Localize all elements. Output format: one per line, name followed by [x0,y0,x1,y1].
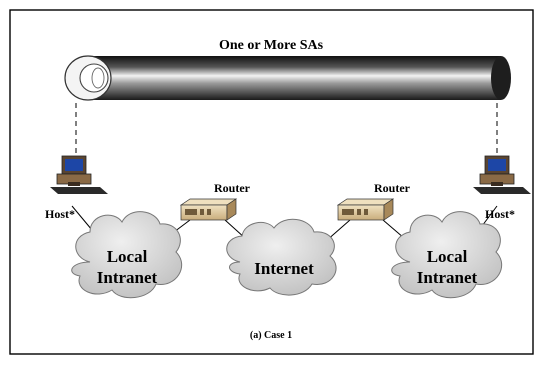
left-host-computer-icon [50,155,108,194]
right-host-label: Host* [485,207,515,221]
sa-tunnel [64,55,511,101]
right-cloud-label-line2: Intranet [417,268,478,287]
left-cloud-label-line1: Local [107,247,148,266]
left-host-label: Host* [45,207,75,221]
right-router-icon [336,198,395,221]
left-cloud-label-line2: Intranet [97,268,158,287]
left-router-icon [179,198,238,221]
left-local-intranet-cloud [71,211,182,299]
right-cloud-label-line1: Local [427,247,468,266]
right-host-computer-icon [473,155,531,194]
internet-cloud-label: Internet [254,259,314,278]
right-router-label: Router [374,181,411,195]
internet-cloud [226,218,337,296]
tunnel-label: One or More SAs [219,38,324,53]
right-local-intranet-cloud [391,211,502,299]
figure-caption: (a) Case 1 [250,330,292,341]
left-router-label: Router [214,181,251,195]
